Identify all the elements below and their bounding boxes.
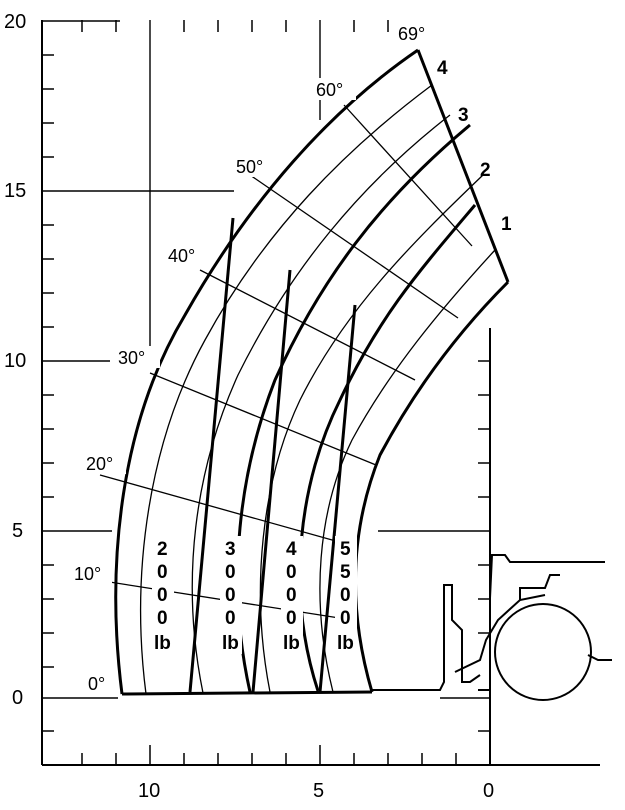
extension-arc-thin-b <box>191 114 451 694</box>
wheel-icon <box>494 603 592 701</box>
y-axis-label: 10 <box>4 350 26 372</box>
y-axis-labels: 20 15 10 5 0 <box>4 11 26 709</box>
capacity-digit: 0 <box>286 608 297 629</box>
y-axis-label: 15 <box>4 180 26 202</box>
inner-boundary <box>354 280 510 693</box>
extension-label: 4 <box>437 58 448 79</box>
y-axis-label: 0 <box>12 687 23 709</box>
capacity-digit: 0 <box>340 585 351 606</box>
angle-label: 0° <box>88 674 105 694</box>
angle-labels: 69° 60° 50° 40° 30° 20° 10° 0° <box>72 22 440 694</box>
outer-boundary <box>114 48 419 695</box>
y-axis-label: 20 <box>4 11 26 33</box>
extension-labels: 4 3 2 1 <box>437 58 512 235</box>
angle-label: 50° <box>236 157 263 177</box>
angle-radials <box>83 104 473 621</box>
capacity-digit: 3 <box>225 539 236 560</box>
angle-label: 10° <box>74 564 101 584</box>
capacity-unit: lb <box>337 633 354 654</box>
capacity-line-2000 <box>188 217 235 693</box>
capacity-line-3000 <box>251 269 292 693</box>
angle-label: 60° <box>316 80 343 100</box>
capacity-unit: lb <box>154 633 171 654</box>
capacity-digit: 0 <box>340 608 351 629</box>
capacity-digit: 0 <box>225 585 236 606</box>
angle-label: 20° <box>86 454 113 474</box>
capacity-line-4000 <box>318 304 357 693</box>
capacity-unit: lb <box>283 633 300 654</box>
capacity-digit: 0 <box>157 562 168 583</box>
capacity-digit: 5 <box>340 562 351 583</box>
capacity-digit: 0 <box>157 608 168 629</box>
capacity-unit: lb <box>222 633 239 654</box>
tick-marks <box>42 20 490 765</box>
capacity-label-3000: 3 0 0 0 lb <box>220 536 242 654</box>
extension-label: 3 <box>458 105 469 126</box>
capacity-digit: 0 <box>286 562 297 583</box>
capacity-digit: 4 <box>286 539 297 560</box>
x-axis-label: 0 <box>483 780 494 802</box>
x-axis-label: 10 <box>138 780 160 802</box>
capacity-digit: 0 <box>225 562 236 583</box>
capacity-digit: 0 <box>157 585 168 606</box>
extension-arc-thin-a <box>140 84 433 695</box>
capacity-label-5500: 5 5 0 0 lb <box>335 536 357 654</box>
x-axis-labels: 10 5 0 <box>138 780 494 802</box>
angle-label: 30° <box>118 348 145 368</box>
capacity-label-2000: 2 0 0 0 lb <box>152 536 174 654</box>
angle-label: 40° <box>168 246 195 266</box>
base-line <box>121 690 373 696</box>
boom-tip-edge <box>416 49 510 283</box>
x-axis-label: 5 <box>313 780 324 802</box>
extension-label: 2 <box>480 160 491 181</box>
grid-lines <box>42 20 490 699</box>
extension-label: 1 <box>501 214 512 235</box>
angle-label: 69° <box>398 24 425 44</box>
capacity-digit: 5 <box>340 539 351 560</box>
chart-frame <box>41 20 600 766</box>
capacity-digit: 0 <box>286 585 297 606</box>
capacity-digit: 0 <box>225 608 236 629</box>
capacity-label-4000: 4 0 0 0 lb <box>281 536 303 654</box>
y-axis-label: 5 <box>12 520 23 542</box>
capacity-labels: 2 0 0 0 lb 3 0 0 0 lb 4 0 0 0 lb 5 5 0 0 <box>152 536 357 654</box>
loader-illustration <box>372 554 612 701</box>
capacity-digit: 2 <box>157 539 168 560</box>
